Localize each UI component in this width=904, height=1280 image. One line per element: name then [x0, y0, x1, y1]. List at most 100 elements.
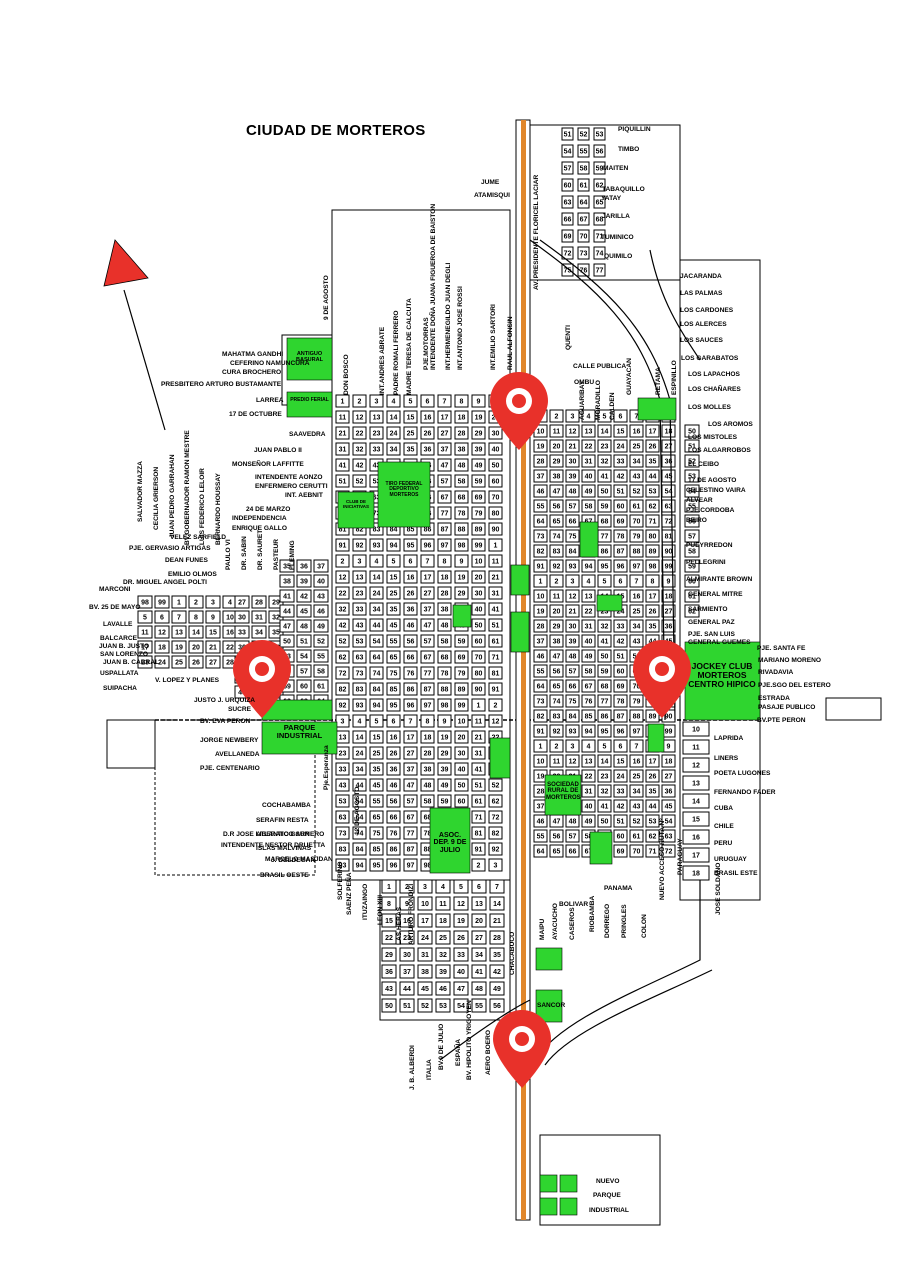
block-number: 52 [492, 783, 500, 790]
city-block [581, 484, 596, 498]
block-number: 4 [375, 559, 379, 566]
block-number: 59 [458, 639, 466, 646]
block-number: 57 [407, 799, 415, 806]
city-block [577, 178, 590, 192]
city-block [561, 212, 574, 226]
block-number: 64 [537, 684, 545, 691]
city-block [437, 618, 452, 632]
city-block [471, 964, 487, 979]
city-block [549, 739, 564, 753]
block-number: 97 [633, 729, 641, 736]
city-block [335, 794, 350, 808]
block-number: 90 [492, 527, 500, 534]
block-number: 43 [373, 463, 381, 470]
city-block [565, 754, 580, 768]
block-number: 42 [617, 474, 625, 481]
city-block [386, 410, 401, 424]
block-number: 33 [238, 630, 246, 637]
city-block [471, 947, 487, 962]
block-number: 56 [493, 1003, 501, 1010]
block-number: 34 [475, 952, 483, 959]
block-number: 13 [585, 594, 593, 601]
city-block [471, 896, 487, 911]
city-block [471, 981, 487, 996]
city-block [593, 229, 606, 243]
block-number: 50 [601, 489, 609, 496]
city-block [533, 619, 548, 633]
block-number: 65 [596, 200, 604, 207]
block-number: 87 [617, 714, 625, 721]
block-number: 24 [421, 935, 429, 942]
green-predio-ferial [286, 391, 333, 418]
city-block [403, 858, 418, 872]
city-block [581, 709, 596, 723]
block-number: 81 [492, 671, 500, 678]
city-block [533, 499, 548, 513]
block-number: 6 [409, 559, 413, 566]
block-number: 97 [633, 564, 641, 571]
street-label: JUAN PABLO II [254, 447, 302, 454]
city-block [420, 410, 435, 424]
block-number: 63 [373, 495, 381, 502]
block-number: 14 [601, 759, 609, 766]
street-label-vertical: ITUZAINGO [362, 883, 369, 920]
block-number: 41 [475, 969, 483, 976]
block-number: 30 [238, 615, 246, 622]
block-number: 64 [356, 815, 364, 822]
block-number: 50 [601, 819, 609, 826]
city-block [279, 604, 295, 618]
block-number: 2 [494, 703, 498, 710]
city-block [549, 664, 564, 678]
city-block [577, 195, 590, 209]
city-block [335, 426, 350, 440]
block-number: 45 [665, 804, 673, 811]
street-label-vertical: MORADILLO [595, 380, 602, 420]
block-number: 94 [356, 863, 364, 870]
city-block [682, 793, 710, 809]
block-number: 60 [475, 639, 483, 646]
block-number: 52 [633, 489, 641, 496]
block-number: 6 [426, 399, 430, 406]
block-number: 38 [424, 767, 432, 774]
block-number: 85 [373, 847, 381, 854]
block-number: 60 [617, 504, 625, 511]
block-number: 26 [424, 431, 432, 438]
street-label: JUAN B. CABRAL [103, 659, 160, 666]
street-label-vertical: CHACABUCO [509, 931, 516, 975]
block-number: 9 [211, 615, 215, 622]
block-number: 26 [649, 444, 657, 451]
block-number: 83 [373, 527, 381, 534]
city-block [561, 195, 574, 209]
block-number: 15 [407, 415, 415, 422]
city-block [684, 424, 700, 438]
block-number: 52 [688, 459, 696, 466]
block-number: 77 [601, 699, 609, 706]
city-block [645, 454, 660, 468]
green-lot-4 [539, 1197, 558, 1216]
street-label-vertical: RIOBAMBA [589, 895, 596, 932]
block-number: 37 [537, 639, 545, 646]
block-number: 51 [617, 654, 625, 661]
block-number: 21 [493, 918, 501, 925]
city-block [154, 625, 170, 639]
block-number: 28 [441, 591, 449, 598]
block-number: 91 [537, 729, 545, 736]
block-number: 67 [585, 684, 593, 691]
block-number: 39 [441, 767, 449, 774]
block-number: 13 [475, 901, 483, 908]
city-block [454, 442, 469, 456]
block-number: 31 [475, 751, 483, 758]
city-block [313, 604, 329, 618]
city-block [399, 998, 415, 1013]
block-number: 27 [238, 600, 246, 607]
block-number: 31 [585, 624, 593, 631]
block-number: 96 [407, 703, 415, 710]
city-block [533, 844, 548, 858]
city-block [565, 409, 580, 423]
block-number: 13 [373, 415, 381, 422]
block-number: 11 [553, 759, 561, 766]
city-block [629, 574, 644, 588]
city-block [420, 426, 435, 440]
city-block [581, 724, 596, 738]
city-block [613, 679, 628, 693]
